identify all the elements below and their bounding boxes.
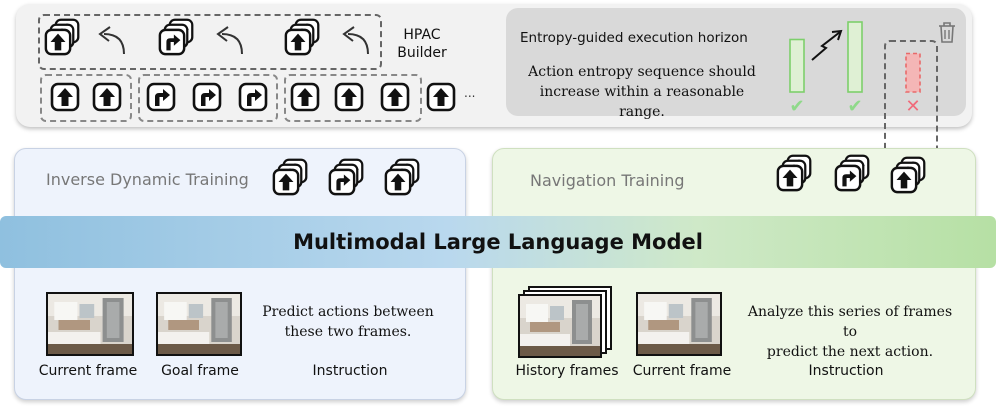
entropy-panel (506, 8, 966, 116)
inverse-instruction-line2: these two frames. (284, 324, 412, 340)
curved-arrow-icon (334, 24, 374, 58)
hpac-label-line2: Builder (397, 45, 447, 61)
stacked-forward-icon (272, 158, 308, 196)
arrow-up-icon (380, 82, 410, 112)
stacked-forward-icon (384, 158, 420, 196)
navigation-instruction-caption: Instruction (808, 363, 884, 379)
history-frames-caption: History frames (515, 363, 619, 379)
entropy-bars: ✔ ✔ ✕ (789, 21, 921, 116)
stacked-forward-icon (284, 18, 320, 56)
inverse-instruction-text: Predict actions between these two frames… (262, 302, 434, 342)
navigation-instruction-line1: Analyze this series of frames to (747, 304, 953, 340)
stacked-turn-right-icon (328, 158, 364, 196)
check-icon: ✔ (847, 96, 862, 116)
hpac-label-line1: HPAC (403, 27, 441, 43)
navigation-title: Navigation Training (530, 171, 685, 190)
entropy-bar-1 (789, 38, 805, 93)
inverse-instruction-caption: Instruction (312, 363, 388, 379)
hpac-builder-label: HPAC Builder (392, 26, 452, 62)
turn-right-icon (192, 82, 222, 112)
stacked-turn-right-icon (834, 154, 870, 192)
current-frame-caption: Current frame (38, 363, 138, 379)
turn-right-icon (146, 82, 176, 112)
entropy-bar-2 (847, 21, 863, 93)
entropy-description: Action entropy sequence should increase … (522, 62, 762, 122)
action-group-forward (40, 74, 132, 122)
nav-current-frame-caption: Current frame (632, 363, 732, 379)
entropy-title: Entropy-guided execution horizon (520, 30, 748, 46)
navigation-instruction-text: Analyze this series of frames to predict… (740, 302, 960, 362)
ellipsis: ... (464, 86, 476, 100)
mllm-band (0, 216, 996, 268)
goal-frame-caption: Goal frame (161, 363, 239, 379)
arrow-up-icon (92, 82, 122, 112)
curved-arrow-icon (208, 24, 248, 58)
stacked-forward-icon (44, 18, 80, 56)
mllm-title: Multimodal Large Language Model (293, 230, 703, 254)
arrow-up-icon (426, 82, 456, 112)
inverse-title: Inverse Dynamic Training (46, 170, 249, 189)
history-frame-image (518, 294, 602, 358)
arrow-up-icon (290, 82, 320, 112)
hpac-group-outline (38, 14, 382, 70)
action-group-forward-2 (284, 74, 422, 122)
goal-frame-image (156, 292, 242, 356)
arrow-up-icon (50, 82, 80, 112)
navigation-instruction-line2: predict the next action. (766, 344, 934, 360)
nav-current-frame-image (636, 292, 722, 356)
trash-icon[interactable] (936, 20, 958, 44)
curved-arrow-icon (90, 24, 130, 58)
cross-icon: ✕ (905, 96, 920, 116)
turn-right-icon (238, 82, 268, 112)
current-frame-image (46, 292, 134, 356)
arrow-up-icon (334, 82, 364, 112)
stacked-forward-icon (890, 156, 926, 194)
entropy-bar-3 (905, 52, 921, 93)
zigzag-arrow-icon (811, 29, 843, 61)
entropy-text-line1: Action entropy sequence should (528, 64, 756, 80)
stacked-forward-icon (776, 154, 812, 192)
entropy-text-line2: increase within a reasonable range. (539, 84, 745, 120)
stacked-turn-right-icon (158, 18, 194, 56)
check-icon: ✔ (789, 96, 804, 116)
inverse-instruction-line1: Predict actions between (262, 304, 434, 320)
action-group-right (138, 74, 278, 122)
